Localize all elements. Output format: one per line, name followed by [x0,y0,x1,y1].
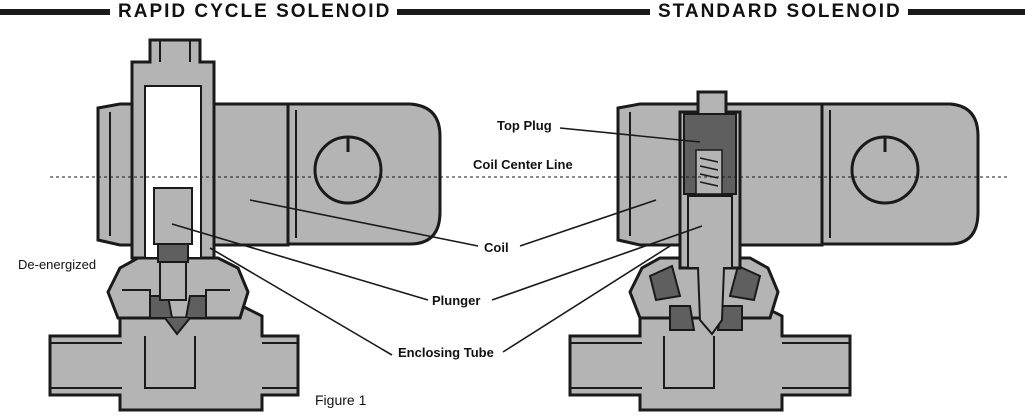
rapid-cycle-solenoid-heading: RAPID CYCLE SOLENOID [112,0,398,24]
leader-lines [171,127,703,356]
header-rule-left-a [0,9,110,15]
header-rule-left-b [392,9,650,15]
coil-label: Coil [484,240,509,255]
standard-solenoid-heading: STANDARD SOLENOID [652,0,908,24]
plunger-label: Plunger [432,293,481,308]
header-rule-right [900,9,1025,15]
figure-caption: Figure 1 [315,392,367,408]
rapid-cycle-valve [48,38,442,412]
standard-plunger [687,195,733,336]
enclosing-tube-label: Enclosing Tube [398,345,494,360]
top-plug-label: Top Plug [497,118,552,133]
coil-center-line-label: Coil Center Line [473,157,573,172]
de-energized-label: De-energized [18,257,97,272]
standard-junction-box [820,102,980,246]
rapid-junction-box [286,102,442,246]
